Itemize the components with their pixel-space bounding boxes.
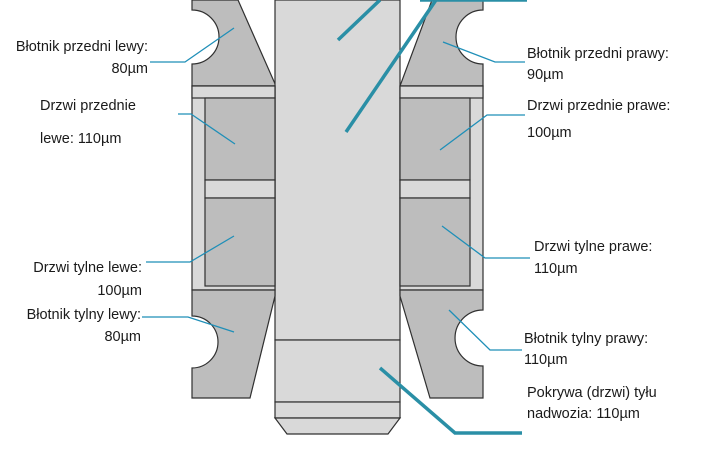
label-rear-right-fender-line1: Błotnik tylny prawy: bbox=[524, 331, 649, 347]
label-front-left-door: Drzwi przednie lewe: 110µm bbox=[40, 97, 136, 148]
label-front-right-fender: Błotnik przedni prawy: 90µm bbox=[527, 45, 669, 84]
leader-roof-short bbox=[336, 0, 382, 42]
label-front-left-fender-line1: Błotnik przedni lewy: bbox=[15, 39, 148, 55]
leader-front-right-fender bbox=[442, 41, 525, 63]
front-left-fender-shape bbox=[191, 0, 277, 87]
label-front-right-fender-line2: 90µm bbox=[527, 67, 564, 83]
label-front-left-fender-line2: 80µm bbox=[111, 61, 148, 77]
leader-rear-left-door bbox=[146, 235, 235, 263]
label-tailgate-line1: Pokrywa (drzwi) tyłu bbox=[527, 385, 657, 401]
left-door-frame-top bbox=[191, 85, 276, 99]
rear-left-door-shape bbox=[204, 197, 276, 287]
rear-right-door-shape bbox=[399, 197, 471, 287]
leader-tailgate bbox=[378, 366, 522, 435]
label-rear-left-door-line2: 100µm bbox=[97, 283, 142, 299]
right-pillar-strip bbox=[399, 179, 471, 199]
left-pillar-strip bbox=[204, 179, 276, 199]
front-left-door-shape bbox=[204, 97, 276, 181]
label-rear-right-fender-line2: 110µm bbox=[524, 352, 568, 368]
label-rear-left-fender-line1: Błotnik tylny lewy: bbox=[26, 307, 141, 323]
label-rear-left-fender-line2: 80µm bbox=[104, 329, 141, 345]
label-front-right-fender-line1: Błotnik przedni prawy: bbox=[527, 46, 669, 62]
label-front-right-door-line1: Drzwi przednie prawe: bbox=[527, 98, 671, 114]
tailgate-bumper bbox=[274, 401, 401, 419]
label-front-right-door: Drzwi przednie prawe: 100µm bbox=[527, 97, 670, 142]
label-rear-left-fender: Błotnik tylny lewy: 80µm bbox=[0, 306, 141, 346]
center-roof-panel bbox=[274, 0, 401, 341]
leader-front-left-door bbox=[178, 113, 236, 145]
label-front-right-door-line2: 100µm bbox=[527, 125, 572, 141]
leader-rear-right-door bbox=[441, 225, 530, 259]
label-tailgate: Pokrywa (drzwi) tyłu nadwozia: 110µm bbox=[527, 384, 657, 423]
label-front-left-door-line1: Drzwi przednie bbox=[40, 98, 136, 114]
tailgate-bottom bbox=[273, 417, 402, 435]
label-rear-right-door-line2: 110µm bbox=[534, 261, 578, 277]
label-rear-left-door-line1: Drzwi tylne lewe: bbox=[33, 260, 142, 276]
leader-front-right-door bbox=[439, 114, 525, 151]
leader-front-left-fender bbox=[150, 27, 235, 63]
rear-left-fender-shape bbox=[191, 289, 276, 399]
right-door-frame-top bbox=[399, 85, 484, 99]
label-front-left-door-line2: lewe: 110µm bbox=[40, 131, 122, 147]
label-rear-right-door: Drzwi tylne prawe: 110µm bbox=[534, 238, 652, 278]
front-right-fender-shape bbox=[399, 0, 484, 87]
label-front-left-fender: Błotnik przedni lewy: 80µm bbox=[0, 38, 148, 78]
leader-roof-long bbox=[344, 0, 438, 133]
label-tailgate-line2: nadwozia: 110µm bbox=[527, 406, 640, 422]
label-rear-right-door-line1: Drzwi tylne prawe: bbox=[534, 239, 653, 255]
label-rear-right-fender: Błotnik tylny prawy: 110µm bbox=[524, 330, 648, 369]
leader-rear-left-fender bbox=[142, 316, 235, 333]
label-rear-left-door: Drzwi tylne lewe: 100µm bbox=[0, 259, 142, 300]
front-right-door-shape bbox=[399, 97, 471, 181]
leader-rear-right-fender bbox=[448, 309, 522, 351]
tailgate-shape bbox=[274, 339, 401, 403]
rear-right-fender-shape bbox=[399, 289, 484, 399]
